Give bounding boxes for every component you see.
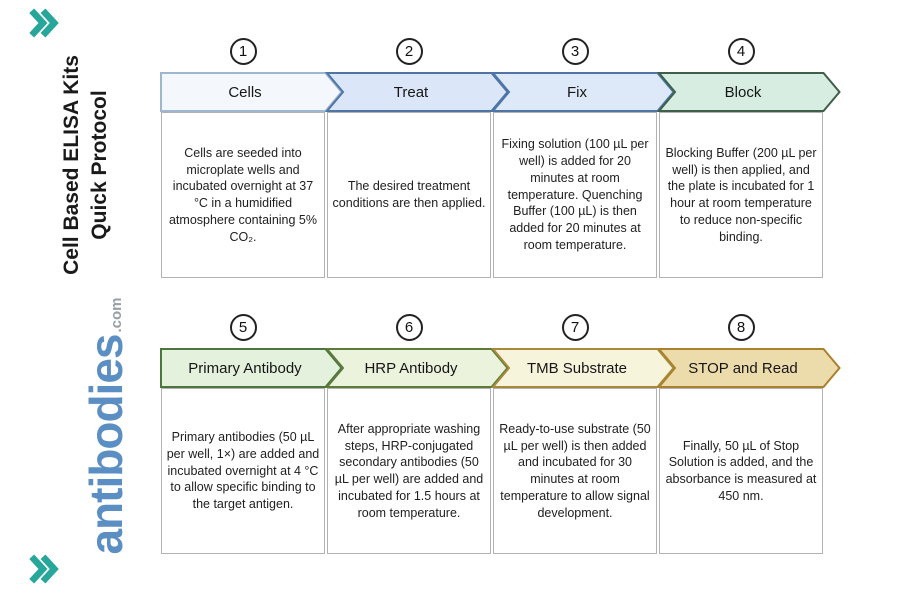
page-title: Cell Based ELISA Kits Quick Protocol <box>58 40 114 290</box>
step-number: 3 <box>561 38 589 65</box>
step-description-text: The desired treatment conditions are the… <box>332 179 486 210</box>
page-title-line2: Quick Protocol <box>88 90 111 240</box>
brand-chevrons-icon <box>27 7 59 39</box>
step-description: Ready-to-use substrate (50 µL per well) … <box>493 388 657 554</box>
step-description-text: Fixing solution (100 µL per well) is add… <box>501 137 649 252</box>
brand-logo-suffix: .com <box>108 297 125 333</box>
brand-logo-text: antibodies <box>80 334 133 555</box>
step-description-text: Blocking Buffer (200 µL per well) is the… <box>665 145 817 244</box>
step-header-arrow: Cells <box>160 72 343 112</box>
step-number: 5 <box>229 314 257 341</box>
step-number: 8 <box>727 314 755 341</box>
step-header-arrow: HRP Antibody <box>324 348 509 388</box>
step-description-text: Cells are seeded into microplate wells a… <box>168 145 317 244</box>
step-number: 1 <box>229 38 257 65</box>
step-label: Fix <box>567 83 587 101</box>
step-number-badge: 3 <box>492 38 658 72</box>
step-header-arrow: Treat <box>324 72 509 112</box>
arrow-shape <box>656 72 841 112</box>
arrow-shape <box>160 72 343 112</box>
step-label: TMB Substrate <box>526 359 628 377</box>
step-number: 7 <box>561 314 589 341</box>
arrow-shape <box>160 348 343 388</box>
page-title-line1: Cell Based ELISA Kits <box>60 55 84 275</box>
step-header-arrow: TMB Substrate <box>490 348 675 388</box>
step-number-badge: 7 <box>492 314 658 348</box>
step-number-badge: 8 <box>658 314 824 348</box>
step-description-text: Ready-to-use substrate (50 µL per well) … <box>499 421 651 520</box>
step-header-arrow: STOP and Read <box>656 348 841 388</box>
step-label: Cells <box>228 83 262 101</box>
arrow-shape <box>490 72 675 112</box>
step-description: Cells are seeded into microplate wells a… <box>161 112 325 278</box>
step-description-text: After appropriate washing steps, HRP-con… <box>334 421 484 520</box>
step-description: The desired treatment conditions are the… <box>327 112 491 278</box>
step-label: HRP Antibody <box>364 359 458 377</box>
step-number-badge: 5 <box>160 314 326 348</box>
double-chevron-icon <box>29 554 59 584</box>
step-number-badge: 6 <box>326 314 492 348</box>
step-number-badge: 4 <box>658 38 824 72</box>
step-description-text: Primary antibodies (50 µL per well, 1×) … <box>166 430 320 512</box>
double-chevron-icon <box>29 8 59 38</box>
step-description: Finally, 50 µL of Stop Solution is added… <box>659 388 823 554</box>
step-description-text: Finally, 50 µL of Stop Solution is added… <box>665 438 817 503</box>
step-number: 4 <box>727 38 755 65</box>
step-number: 2 <box>395 38 423 65</box>
arrow-shape <box>490 348 675 388</box>
brand-logo: antibodies .com <box>57 286 133 566</box>
step-label: STOP and Read <box>688 359 798 377</box>
step-header-arrow: Primary Antibody <box>160 348 343 388</box>
step-number: 6 <box>395 314 423 341</box>
step-label: Block <box>724 83 762 101</box>
protocol-steps-grid: 1 2 3 4 Cells Treat Fix Block Cells are … <box>160 38 841 554</box>
arrow-shape <box>324 72 509 112</box>
step-description: Fixing solution (100 µL per well) is add… <box>493 112 657 278</box>
step-number-badge: 2 <box>326 38 492 72</box>
step-description: Primary antibodies (50 µL per well, 1×) … <box>161 388 325 554</box>
step-label: Primary Antibody <box>188 359 302 377</box>
step-header-arrow: Fix <box>490 72 675 112</box>
step-header-arrow: Block <box>656 72 841 112</box>
arrow-shape <box>656 348 841 388</box>
step-description: Blocking Buffer (200 µL per well) is the… <box>659 112 823 278</box>
step-label: Treat <box>393 83 429 101</box>
step-description: After appropriate washing steps, HRP-con… <box>327 388 491 554</box>
brand-chevrons-icon <box>27 553 59 585</box>
arrow-shape <box>324 348 509 388</box>
step-number-badge: 1 <box>160 38 326 72</box>
